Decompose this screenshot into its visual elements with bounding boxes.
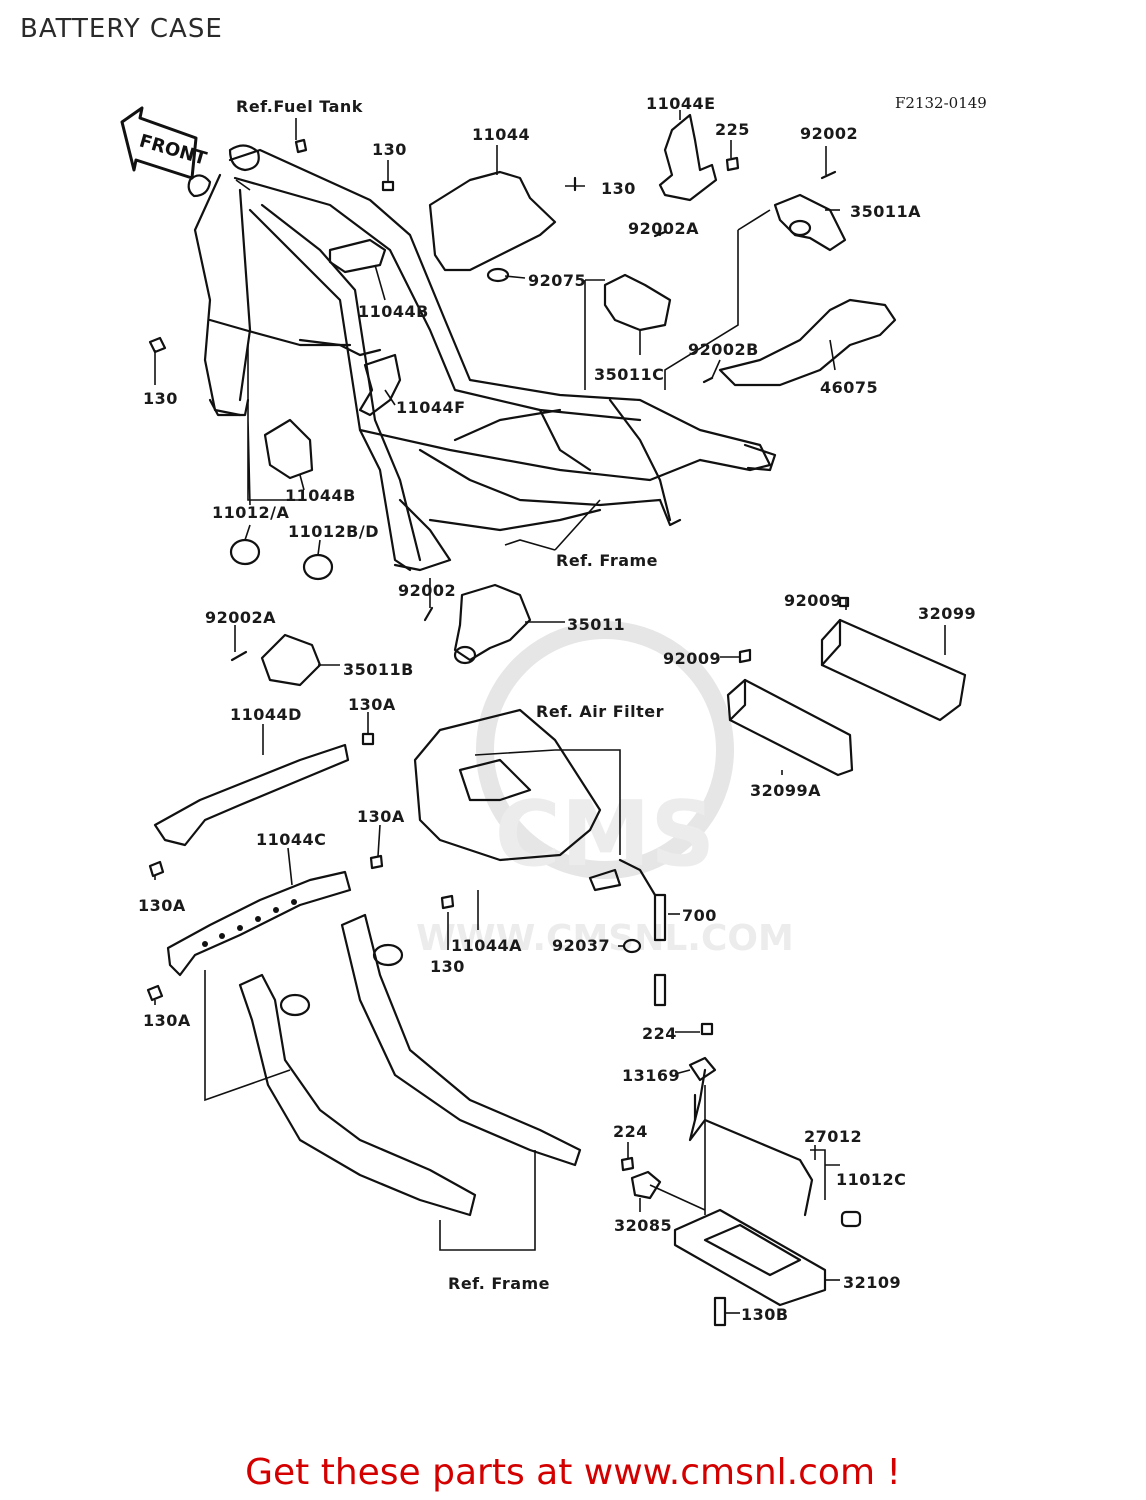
label-11044C: 11044C bbox=[256, 830, 327, 849]
label-224-mid: 224 bbox=[613, 1122, 648, 1141]
label-27012: 27012 bbox=[804, 1127, 863, 1146]
label-130-top: 130 bbox=[372, 140, 407, 159]
clamp-13169 bbox=[688, 1056, 717, 1082]
label-92009-top: 92009 bbox=[784, 591, 843, 610]
rail-46075 bbox=[718, 298, 897, 387]
label-700: 700 bbox=[682, 906, 717, 925]
bracket-35011B bbox=[260, 633, 322, 687]
label-ref-frame-mid: Ref. Frame bbox=[556, 551, 659, 570]
diagram-code: F2132-0149 bbox=[895, 94, 987, 112]
label-130A-2: 130A bbox=[357, 807, 405, 826]
battery-32099A bbox=[726, 678, 854, 777]
leader-lines bbox=[154, 110, 946, 1314]
bracket-35011C bbox=[603, 273, 672, 332]
label-11044F: 11044F bbox=[396, 398, 466, 417]
label-130A-3: 130A bbox=[138, 896, 186, 915]
label-35011C: 35011C bbox=[594, 365, 665, 384]
label-ref-fuel-tank: Ref.Fuel Tank bbox=[236, 97, 363, 116]
label-11044A: 11044A bbox=[451, 936, 523, 955]
watermark-brand: CMS bbox=[495, 782, 715, 887]
label-11044E: 11044E bbox=[646, 94, 716, 113]
bracket-32085 bbox=[630, 1170, 662, 1200]
label-11012BD: 11012B/D bbox=[288, 522, 379, 541]
cap-11012C bbox=[840, 1210, 862, 1228]
bracket-11044B-top bbox=[328, 238, 387, 274]
bracket-11044E bbox=[658, 113, 718, 202]
grommet-11012BD bbox=[302, 553, 334, 581]
label-130A-4: 130A bbox=[143, 1011, 191, 1030]
bracket-35011A bbox=[773, 193, 847, 252]
label-92002-top: 92002 bbox=[800, 124, 859, 143]
bracket-11044C bbox=[166, 870, 352, 977]
bracket-11044B-mid bbox=[263, 418, 314, 480]
label-92009-mid: 92009 bbox=[663, 649, 722, 668]
label-130-bottom: 130 bbox=[430, 957, 465, 976]
label-92002A-top: 92002A bbox=[628, 219, 700, 238]
hose-700 bbox=[653, 893, 667, 942]
label-130-left: 130 bbox=[143, 389, 178, 408]
label-13169: 13169 bbox=[622, 1066, 681, 1085]
rod-27012 bbox=[688, 1068, 814, 1217]
label-32099: 32099 bbox=[918, 604, 977, 623]
air-filter-box bbox=[413, 708, 602, 862]
label-11044B-top: 11044B bbox=[358, 302, 429, 321]
bracket-11044D bbox=[153, 743, 350, 847]
label-130-right: 130 bbox=[601, 179, 636, 198]
grommet-92075 bbox=[486, 267, 510, 283]
label-35011: 35011 bbox=[567, 615, 626, 634]
label-92002A-mid: 92002A bbox=[205, 608, 277, 627]
cmsnl-watermark: CMS WWW.CMSNL.COM bbox=[416, 621, 794, 959]
battery-cover-32099 bbox=[820, 618, 967, 722]
bracket-35011 bbox=[453, 583, 532, 662]
label-92002-mid: 92002 bbox=[398, 581, 457, 600]
label-35011A: 35011A bbox=[850, 202, 922, 221]
label-130B: 130B bbox=[741, 1305, 789, 1324]
watermark-url: WWW.CMSNL.COM bbox=[416, 918, 794, 959]
frame-rail-left bbox=[238, 973, 477, 1217]
label-11012C: 11012C bbox=[836, 1170, 907, 1189]
label-92075: 92075 bbox=[528, 271, 587, 290]
main-frame bbox=[187, 144, 777, 572]
label-32109: 32109 bbox=[843, 1273, 902, 1292]
bolts bbox=[146, 138, 850, 1327]
label-ref-frame-bottom: Ref. Frame bbox=[448, 1274, 551, 1293]
label-11044: 11044 bbox=[472, 125, 531, 144]
label-11044D: 11044D bbox=[230, 705, 302, 724]
front-arrow: FRONT bbox=[120, 106, 210, 180]
frame-rail-right bbox=[340, 913, 582, 1167]
bracket-11044 bbox=[428, 170, 557, 272]
label-11044B-mid: 11044B bbox=[285, 486, 356, 505]
battery-tray-32109 bbox=[673, 1208, 827, 1307]
label-46075: 46075 bbox=[820, 378, 879, 397]
label-32085: 32085 bbox=[614, 1216, 673, 1235]
label-32099A: 32099A bbox=[750, 781, 822, 800]
grommet-11012A bbox=[229, 538, 261, 566]
label-11012A: 11012/A bbox=[212, 503, 290, 522]
bracket-11044F bbox=[358, 353, 402, 417]
label-225: 225 bbox=[715, 120, 750, 139]
label-35011B: 35011B bbox=[343, 660, 414, 679]
label-224-top: 224 bbox=[642, 1024, 677, 1043]
footer-link-text[interactable]: Get these parts at www.cmsnl.com ! bbox=[245, 1452, 901, 1493]
page-title: BATTERY CASE bbox=[20, 14, 223, 44]
label-92037: 92037 bbox=[552, 936, 611, 955]
label-130A-1: 130A bbox=[348, 695, 396, 714]
label-92002B: 92002B bbox=[688, 340, 759, 359]
label-ref-air-filter: Ref. Air Filter bbox=[536, 702, 665, 721]
